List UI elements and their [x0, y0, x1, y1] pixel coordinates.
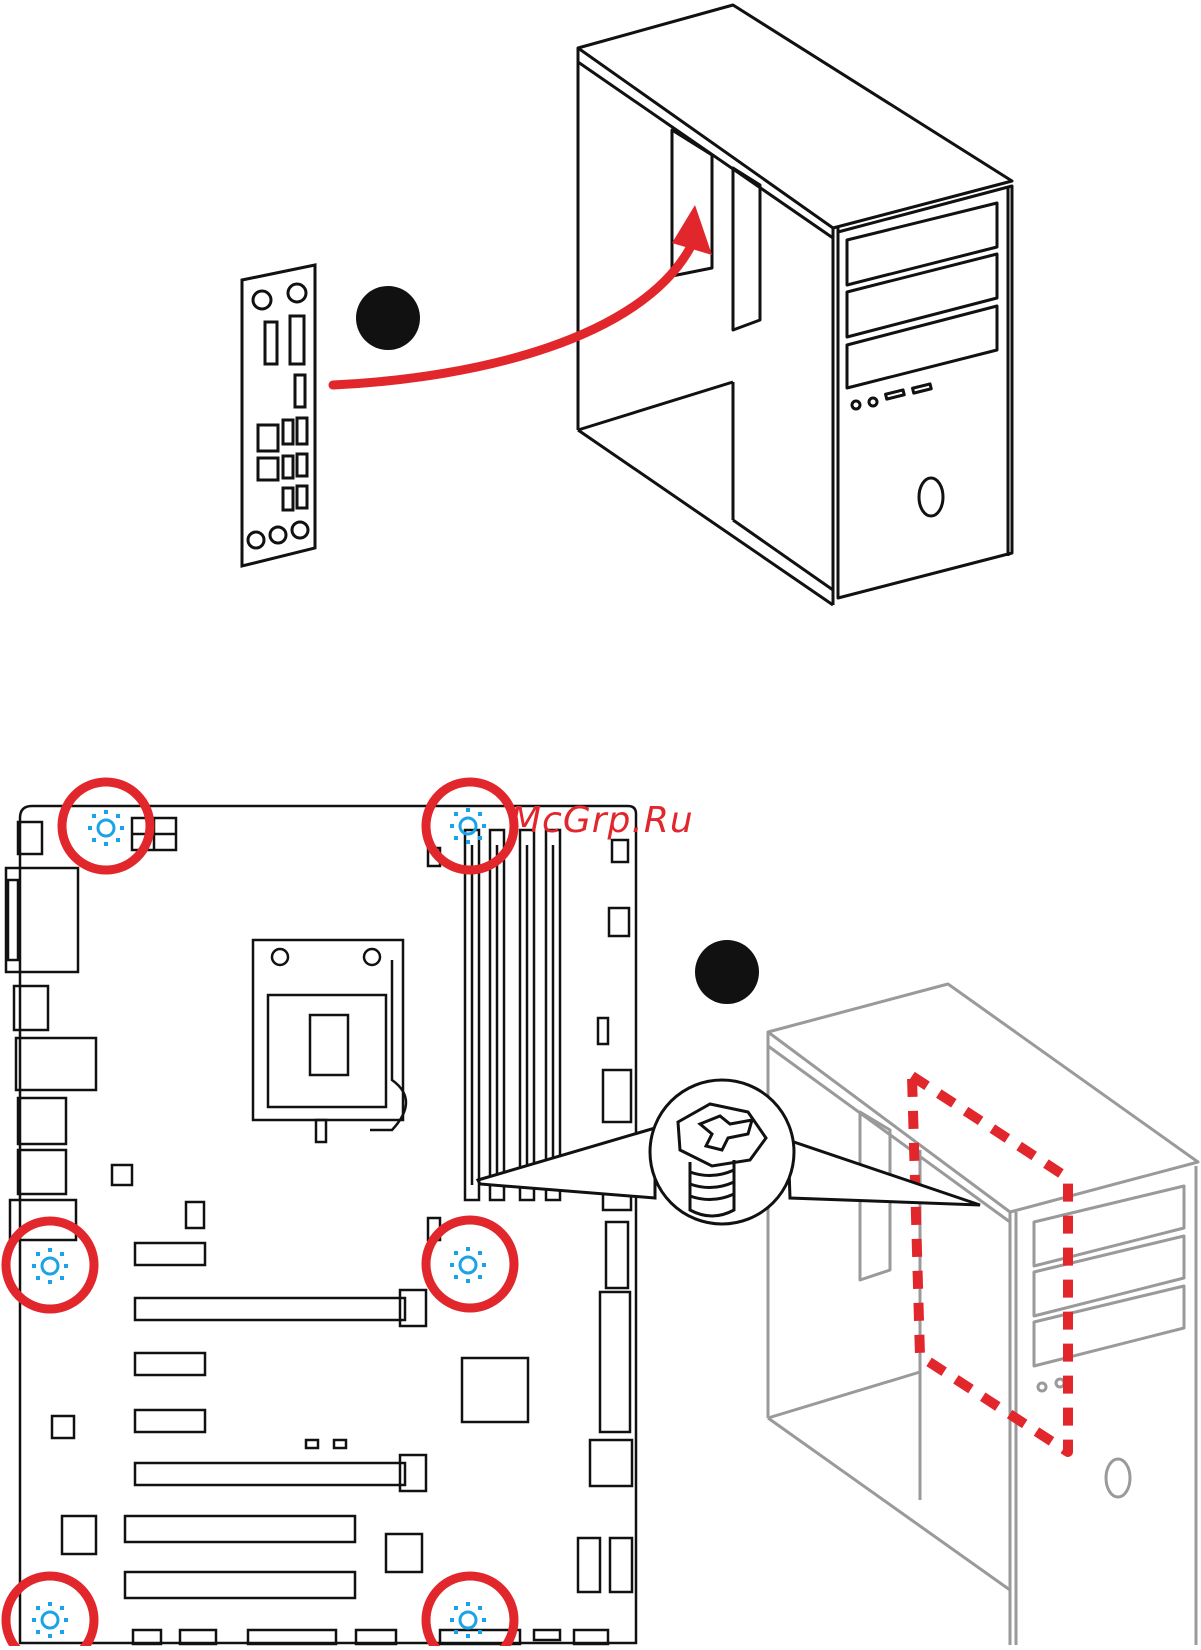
watermark-text: McGrp.Ru	[510, 800, 694, 841]
step-2-badge	[695, 940, 759, 1004]
motherboard-icon	[6, 806, 636, 1644]
step-1-badge	[356, 286, 420, 350]
io-shield-icon	[242, 265, 315, 566]
mount-hole-marker-icon	[32, 808, 486, 1638]
pc-case-faded-icon	[768, 984, 1198, 1645]
